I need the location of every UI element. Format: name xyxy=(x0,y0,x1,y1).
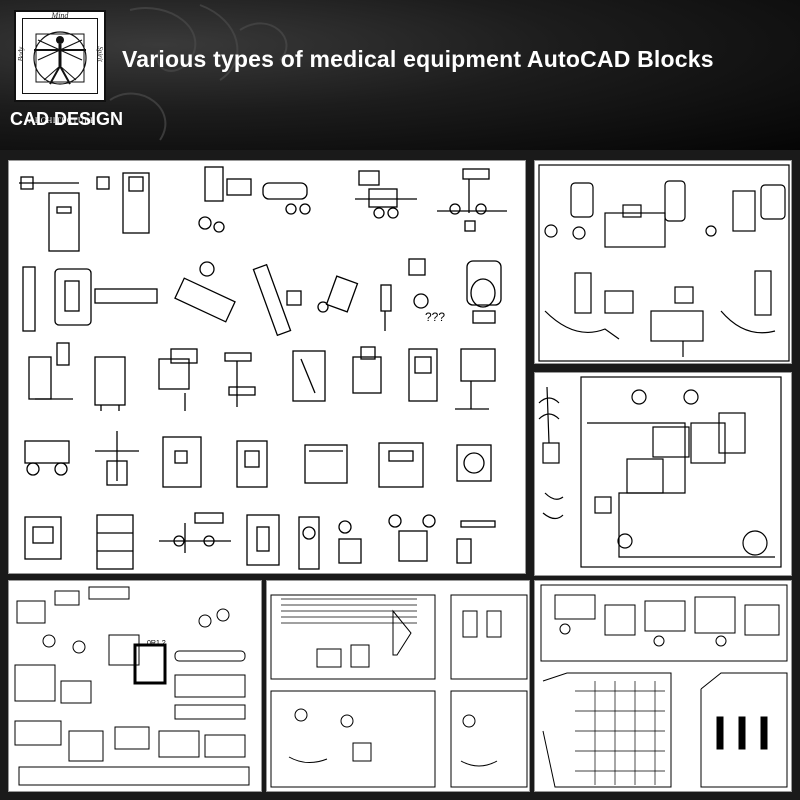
panel-overview-plan: 0R1 ? xyxy=(8,580,262,792)
vitruvian-icon xyxy=(33,31,87,85)
clinic-plan-drawing xyxy=(538,376,782,568)
page-subtitle: CAD DESIGN xyxy=(10,109,124,129)
dental-chairs-drawing xyxy=(538,164,790,362)
page-title: Various types of medical equipment AutoC… xyxy=(122,46,714,72)
panel-dental-chairs xyxy=(534,160,792,364)
logo-body-text: Body xyxy=(17,46,26,62)
overview-plan-drawing: 0R1 ? xyxy=(14,586,250,786)
logo-mind-text: Mind xyxy=(51,11,69,20)
panel-floor-plan xyxy=(534,580,792,792)
panel-elevations xyxy=(266,580,530,792)
floor-plan-drawing xyxy=(540,584,788,788)
plan-annotation-label: 0R1 ? xyxy=(147,640,166,647)
logo-spirit-text: Spirit xyxy=(96,46,105,62)
logo: Mind Body Spirit ARCHITECTURE xyxy=(14,10,106,125)
logo-architecture-text: ARCHITECTURE xyxy=(28,116,96,125)
equipment-blocks-drawing: ??? xyxy=(19,166,507,570)
elevations-drawing xyxy=(270,594,528,788)
panel-clinic-plan xyxy=(534,372,792,576)
header-banner: Mind Body Spirit ARCHITECTURE Various ty… xyxy=(0,0,800,150)
panel-equipment-blocks: ??? xyxy=(8,160,526,574)
question-marks-label: ??? xyxy=(425,310,445,324)
